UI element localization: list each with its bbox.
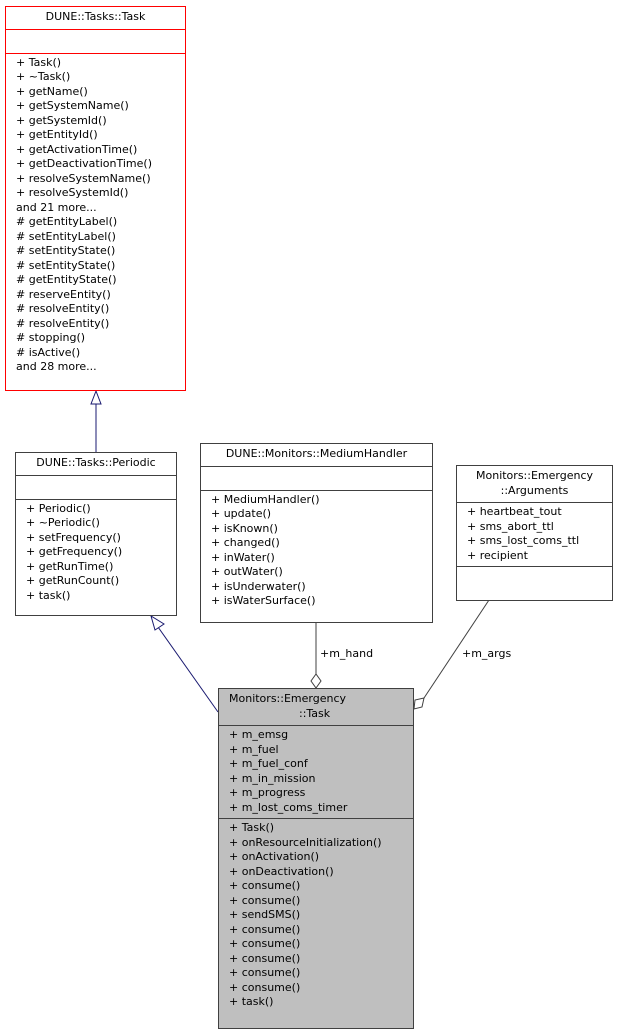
class-title: DUNE::Monitors::MediumHandler — [225, 447, 408, 460]
member-item: + Task() — [229, 821, 275, 834]
aggregation-diamond — [413, 697, 425, 710]
member-item: + getSystemName() — [16, 99, 129, 112]
member-item: + consume() — [229, 951, 301, 965]
class-title: Monitors::Emergency ::Task — [219, 689, 413, 725]
member-item: # resolveEntity() — [16, 316, 110, 330]
member-item: # setEntityState() — [16, 258, 116, 272]
member-item: # reserveEntity() — [16, 287, 111, 301]
member-item: + consume() — [229, 966, 301, 979]
member-item: + isKnown() — [211, 521, 278, 535]
member-item: # stopping() — [16, 331, 86, 344]
member-item: + onResourceInitialization() — [229, 835, 382, 849]
member-item: + update() — [211, 507, 272, 520]
member-item: + m_fuel_conf — [229, 757, 308, 770]
member-item: + ~Periodic() — [26, 516, 100, 529]
member-item: + task() — [26, 588, 71, 602]
member-item: + onDeactivation() — [229, 864, 334, 878]
attributes-section — [201, 465, 432, 490]
member-item: and 21 more... — [16, 200, 97, 214]
member-item: # getEntityLabel() — [16, 215, 118, 228]
member-item: + m_in_mission — [229, 771, 316, 785]
member-item: + inWater() — [211, 550, 275, 564]
methods-section — [457, 566, 612, 590]
member-item: + getSystemId() — [16, 113, 107, 127]
class-title-line-2: ::Arguments — [500, 483, 569, 497]
methods-section: + Periodic()+ ~Periodic()+ setFrequency(… — [16, 498, 176, 607]
member-item: + getFrequency() — [26, 545, 123, 558]
member-item: # isActive() — [16, 345, 81, 359]
class-title-line-1: Monitors::Emergency — [229, 692, 346, 705]
member-item: + resolveSystemId() — [16, 186, 129, 199]
class-title-line-2: ::Task — [299, 706, 331, 720]
member-item: + Task() — [16, 55, 62, 69]
member-item: + recipient — [467, 548, 528, 562]
member-item: + MediumHandler() — [211, 492, 320, 506]
member-item: + Periodic() — [26, 501, 91, 515]
member-item: + consume() — [229, 937, 301, 950]
member-item: + isUnderwater() — [211, 579, 306, 593]
member-item: # setEntityLabel() — [16, 229, 116, 243]
class-box-dune-tasks-periodic[interactable]: DUNE::Tasks::Periodic + Periodic()+ ~Per… — [15, 452, 177, 616]
attributes-section — [6, 28, 185, 53]
class-title: DUNE::Tasks::Periodic — [36, 456, 156, 469]
member-item: + resolveSystemName() — [16, 171, 151, 185]
member-item: + sms_lost_coms_ttl — [467, 534, 580, 547]
attributes-section — [16, 474, 176, 499]
member-item: + changed() — [211, 536, 280, 549]
class-title-line-1: Monitors::Emergency — [476, 469, 593, 482]
member-item: # setEntityState() — [16, 244, 116, 257]
member-item: + setFrequency() — [26, 530, 121, 544]
member-item: + outWater() — [211, 565, 283, 578]
inheritance-arrowhead — [150, 614, 165, 631]
class-title: DUNE::Tasks::Task — [45, 10, 146, 23]
member-item: + task() — [229, 995, 274, 1008]
member-item: + consume() — [229, 893, 301, 907]
member-item: + onActivation() — [229, 850, 320, 863]
aggregation-edge-args — [423, 599, 490, 699]
member-item: + getName() — [16, 84, 88, 98]
member-item: + sms_abort_ttl — [467, 519, 554, 533]
member-item: + sendSMS() — [229, 908, 301, 921]
member-item: and 28 more... — [16, 360, 97, 373]
attributes-section: + m_emsg+ m_fuel+ m_fuel_conf+ m_in_miss… — [219, 725, 413, 818]
member-item: # getEntityState() — [16, 273, 117, 286]
class-box-dune-tasks-task[interactable]: DUNE::Tasks::Task + Task()+ ~Task()+ get… — [5, 6, 186, 391]
member-item: + getDeactivationTime() — [16, 157, 152, 170]
edge-label-args: +m_args — [462, 647, 512, 660]
member-item: + isWaterSurface() — [211, 594, 316, 607]
member-item: + getRunCount() — [26, 574, 120, 587]
class-box-emergency-arguments[interactable]: Monitors::Emergency ::Arguments + heartb… — [456, 465, 613, 601]
aggregation-diamond — [310, 673, 322, 689]
member-item: + ~Task() — [16, 70, 71, 83]
member-item: + consume() — [229, 980, 301, 994]
class-box-emergency-task[interactable]: Monitors::Emergency ::Task + m_emsg+ m_f… — [218, 688, 414, 1029]
member-item: + m_lost_coms_timer — [229, 800, 348, 814]
member-item: + consume() — [229, 922, 301, 936]
class-title: Monitors::Emergency ::Arguments — [457, 466, 612, 502]
member-item: + m_progress — [229, 786, 306, 799]
methods-section: + Task()+ ~Task()+ getName()+ getSystemN… — [6, 52, 185, 378]
inheritance-edge-emergency-periodic — [157, 626, 219, 713]
methods-section: + MediumHandler()+ update()+ isKnown()+ … — [201, 489, 432, 612]
member-item: + getRunTime() — [26, 559, 114, 573]
methods-section: + Task()+ onResourceInitialization()+ on… — [219, 818, 413, 1013]
member-item: + getEntityId() — [16, 128, 98, 141]
member-item: + heartbeat_tout — [467, 505, 562, 518]
edge-label-hand: +m_hand — [320, 647, 374, 660]
inheritance-arrowhead — [90, 389, 102, 405]
member-item: + m_emsg — [229, 728, 289, 741]
member-item: # resolveEntity() — [16, 302, 110, 315]
member-item: + getActivationTime() — [16, 142, 138, 156]
member-item: + m_fuel — [229, 742, 279, 756]
member-item: + consume() — [229, 879, 301, 892]
attributes-section: + heartbeat_tout+ sms_abort_ttl+ sms_los… — [457, 502, 612, 566]
class-box-medium-handler[interactable]: DUNE::Monitors::MediumHandler + MediumHa… — [200, 443, 433, 623]
